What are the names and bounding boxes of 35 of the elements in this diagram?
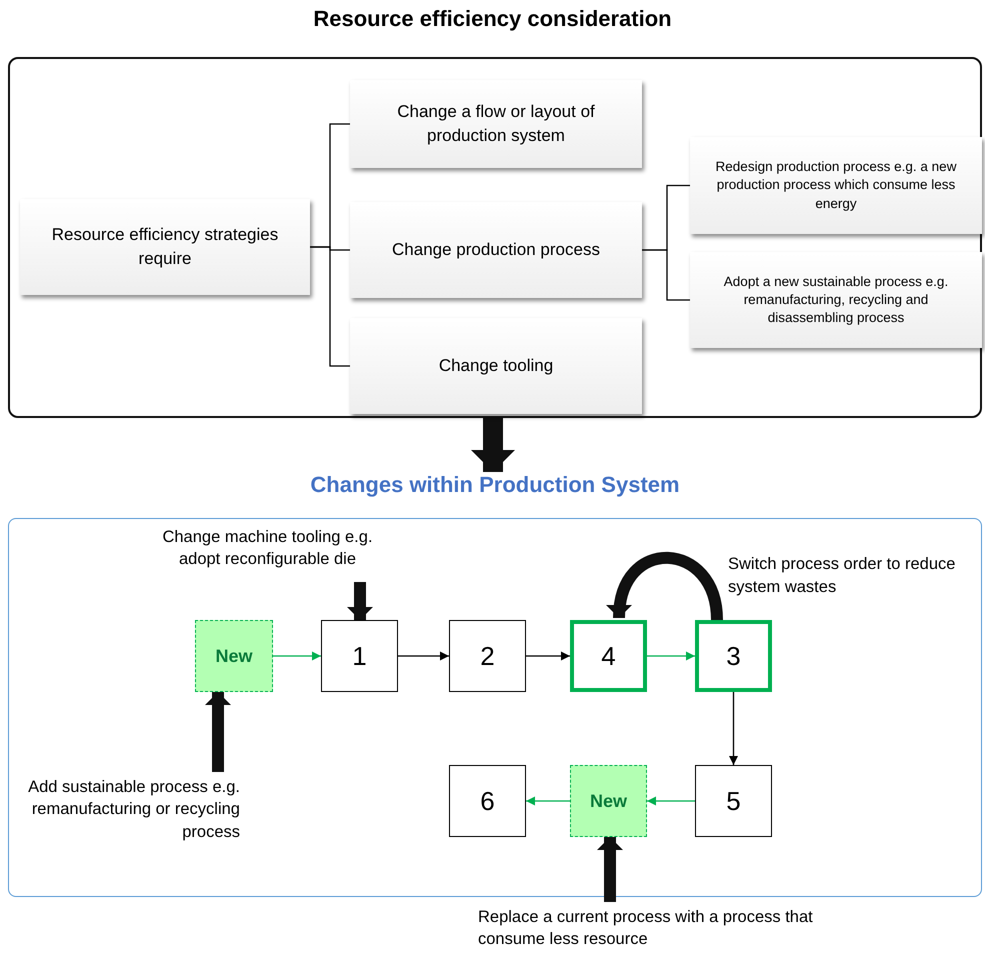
process-box: 4 (570, 620, 647, 692)
process-box: 1 (321, 620, 398, 692)
block-arrow (204, 692, 232, 772)
annotation-text: Switch process order to reduce system wastes (728, 554, 956, 598)
process-box: 2 (449, 620, 526, 692)
arrow (273, 652, 321, 660)
block-arrow (471, 418, 515, 472)
option-box: Adopt a new sustainable process e.g. remanufacturing, recycling and disassembling process (690, 252, 982, 348)
block-arrow (596, 837, 624, 902)
strategy-box: Resource efficiency strategies require (20, 199, 310, 295)
arrow (526, 796, 570, 806)
annotation-text: Replace a current process with a process that consume less resource (478, 906, 878, 956)
process-box: 6 (449, 765, 526, 837)
new-process-box: New (195, 620, 273, 692)
arrow (647, 652, 695, 660)
panel-heading: Changes within Production System (309, 472, 681, 498)
strategy-box: Change production process (350, 202, 642, 298)
annotation-text: Add sustainable process e.g. remanufacturing or recycling process (10, 776, 240, 856)
arrow (729, 692, 738, 765)
strategy-box: Change tooling (350, 318, 642, 414)
new-process-box: New (570, 765, 647, 837)
process-box: 5 (695, 765, 772, 837)
diagram-title: Resource efficiency consideration (312, 6, 673, 32)
connector-line (642, 249, 690, 301)
connector-line (310, 246, 350, 367)
strategy-box: Change a flow or layout of production system (350, 80, 642, 168)
arrow (526, 652, 570, 660)
block-arrow (346, 582, 374, 620)
option-box: Redesign production process e.g. a new production process which consume less energy (690, 137, 982, 234)
process-box: 3 (695, 620, 772, 692)
block-arrow (607, 552, 723, 621)
panel (8, 57, 982, 418)
arrow (398, 652, 449, 660)
arrow (647, 796, 695, 806)
annotation-text: Change machine tooling e.g. adopt reconfigurable die (140, 526, 395, 578)
